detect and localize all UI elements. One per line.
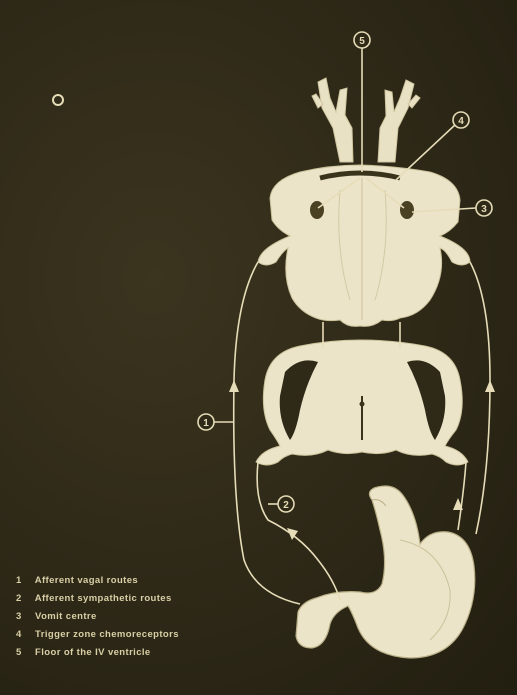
legend: 1 Afferent vagal routes 2 Afferent sympa…	[16, 572, 316, 662]
marker-5-label: 5	[359, 36, 365, 47]
legend-item: 4 Trigger zone chemoreceptors	[16, 626, 316, 644]
legend-number: 2	[16, 590, 32, 608]
marker-1-label: 1	[203, 418, 209, 429]
marker-2-label: 2	[283, 500, 289, 511]
marker-3-label: 3	[481, 204, 487, 215]
legend-number: 4	[16, 626, 32, 644]
marker-1: 1	[198, 414, 214, 430]
medulla-section	[258, 165, 470, 326]
legend-number: 5	[16, 644, 32, 662]
marker-4-label: 4	[458, 116, 464, 127]
legend-number: 1	[16, 572, 32, 590]
stomach	[296, 486, 475, 658]
marker-4: 4	[453, 112, 469, 128]
spinal-cord-section	[256, 340, 468, 465]
legend-item: 2 Afferent sympathetic routes	[16, 590, 316, 608]
legend-text: Floor of the IV ventricle	[35, 647, 151, 658]
legend-item: 3 Vomit centre	[16, 608, 316, 626]
marker-2: 2	[278, 496, 294, 512]
legend-item: 5 Floor of the IV ventricle	[16, 644, 316, 662]
marker-5: 5	[354, 32, 370, 48]
legend-item: 1 Afferent vagal routes	[16, 572, 316, 590]
legend-text: Trigger zone chemoreceptors	[35, 629, 179, 640]
marker-3: 3	[476, 200, 492, 216]
legend-text: Afferent sympathetic routes	[35, 593, 172, 604]
legend-text: Vomit centre	[35, 611, 97, 622]
legend-number: 3	[16, 608, 32, 626]
legend-text: Afferent vagal routes	[35, 575, 138, 586]
fourth-ventricle-floor	[312, 78, 420, 162]
